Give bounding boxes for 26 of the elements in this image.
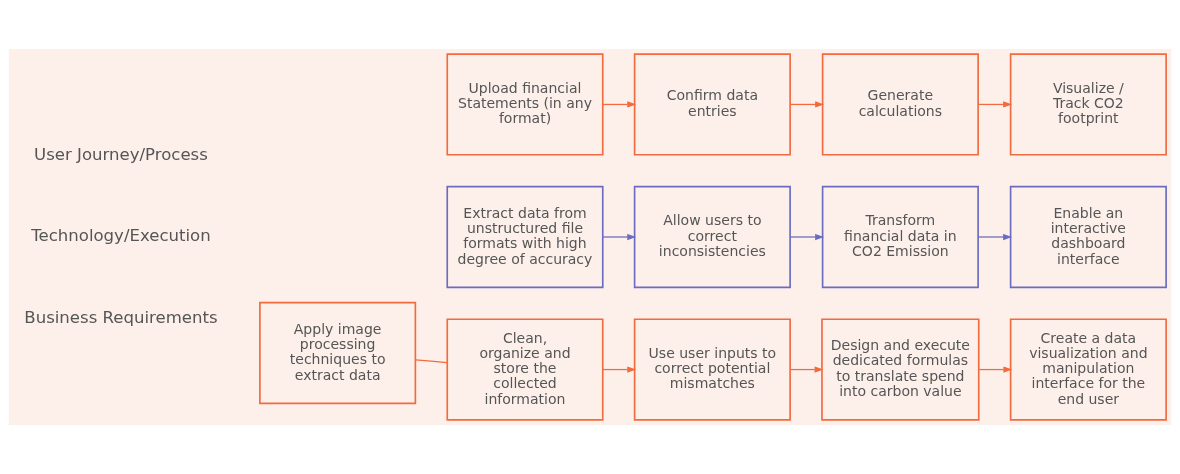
arrow <box>789 366 824 373</box>
arrow <box>789 233 825 241</box>
label: Technology/Execution <box>31 226 211 246</box>
label: User Journey/Process <box>34 144 208 164</box>
node-box: Allow users to correct inconsistencies <box>633 185 791 289</box>
node-box: Generate calculations <box>821 53 979 156</box>
node-box: Create a data visualization and manipulation interface for the end user <box>1009 318 1167 421</box>
node-box: Confirm data entries <box>633 53 791 156</box>
node-box: Enable an interactive dashboard interface <box>1009 185 1167 289</box>
arrow <box>602 366 637 373</box>
node-box: Upload financial Statements (in any format) <box>446 53 604 156</box>
arrow <box>977 233 1013 241</box>
node-box: Clean, organize and store the collected information <box>446 318 604 421</box>
connector <box>415 359 448 364</box>
node-box: Transform financial data in CO2 Emission <box>821 185 979 289</box>
arrow <box>789 101 825 108</box>
node-box: Apply image processing techniques to extract data <box>259 301 417 405</box>
arrow <box>977 101 1013 108</box>
node-box: Visualize / Track CO2 footprint <box>1009 53 1167 156</box>
arrow <box>978 366 1013 373</box>
arrow <box>602 101 637 108</box>
label: Business Requirements <box>24 307 218 327</box>
node-box: Design and execute dedicated formulas to translate spend into carbon value <box>821 318 980 421</box>
node-box: Extract data from unstructured file formats with high degree of accuracy <box>446 185 604 289</box>
arrow <box>602 233 637 241</box>
node-box: Use user inputs to correct potential mismatches <box>633 318 791 421</box>
